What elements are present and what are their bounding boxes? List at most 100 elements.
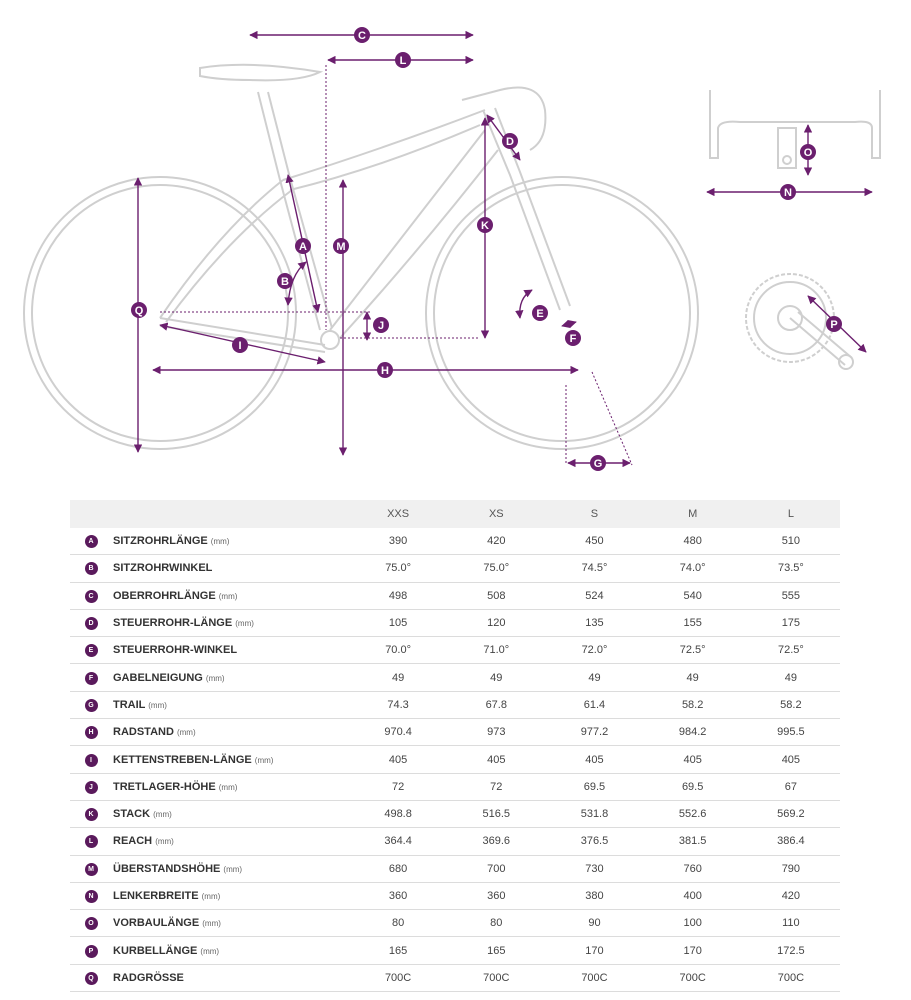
header-size: S — [545, 500, 644, 528]
svg-text:E: E — [536, 308, 543, 320]
row-unit: (mm) — [218, 591, 238, 601]
row-value: 700C — [741, 964, 840, 993]
row-label-text: RADSTAND — [113, 726, 174, 739]
row-value: 400 — [643, 882, 742, 911]
row-value: 72.0° — [545, 636, 644, 665]
row-unit: (mm) — [205, 673, 225, 683]
row-value: 170 — [545, 936, 644, 965]
row-unit: (mm) — [223, 864, 243, 874]
row-label: LENKERBREITE (mm) — [112, 882, 349, 911]
row-value: 405 — [643, 745, 742, 774]
row-value: 69.5 — [643, 773, 742, 801]
row-key-cell: I — [70, 745, 112, 774]
marker-c: C — [354, 27, 370, 43]
row-label: ÜBERSTANDSHÖHE (mm) — [112, 855, 349, 883]
row-key-cell: M — [70, 855, 112, 883]
row-label: GABELNEIGUNG (mm) — [112, 663, 349, 692]
header-label — [112, 500, 349, 528]
row-value: 405 — [741, 745, 840, 774]
row-key-badge: A — [84, 535, 98, 549]
row-value: 995.5 — [741, 718, 840, 747]
row-key-cell: J — [70, 773, 112, 801]
row-value: 390 — [349, 528, 448, 556]
row-key-cell: F — [70, 663, 112, 692]
row-value: 405 — [447, 745, 546, 774]
row-key-badge: Q — [84, 971, 98, 985]
row-value: 376.5 — [545, 827, 644, 856]
row-value: 531.8 — [545, 800, 644, 829]
row-key-badge: F — [84, 671, 98, 685]
row-value: 700C — [545, 964, 644, 993]
row-value: 790 — [741, 855, 840, 883]
row-value: 74.3 — [349, 691, 448, 720]
row-label: SITZROHRLÄNGE (mm) — [112, 528, 349, 556]
row-label: KURBELLÄNGE (mm) — [112, 936, 349, 965]
svg-text:I: I — [238, 340, 241, 352]
row-value: 405 — [545, 745, 644, 774]
marker-q: Q — [131, 302, 147, 318]
row-label: STEUERROHR-LÄNGE (mm) — [112, 609, 349, 638]
row-key-cell: G — [70, 691, 112, 720]
row-value: 120 — [447, 609, 546, 638]
row-value: 700 — [447, 855, 546, 883]
header-size: XXS — [349, 500, 448, 528]
marker-o: O — [800, 144, 816, 160]
row-label-text: LENKERBREITE — [113, 890, 199, 902]
row-key-badge: L — [84, 835, 98, 849]
row-unit: (mm) — [155, 837, 174, 847]
marker-n: N — [780, 184, 796, 200]
row-unit: (mm) — [201, 892, 221, 901]
row-key-cell: C — [70, 582, 112, 610]
row-value: 165 — [447, 936, 546, 965]
row-value: 49 — [447, 663, 546, 692]
row-value: 67.8 — [447, 691, 546, 720]
measurement-arrows — [133, 30, 873, 468]
svg-text:G: G — [594, 458, 603, 470]
row-label: STACK (mm) — [112, 800, 349, 829]
row-label: TRAIL (mm) — [112, 691, 349, 720]
row-value: 381.5 — [643, 827, 742, 856]
row-label: STEUERROHR-WINKEL — [112, 636, 349, 665]
row-value: 105 — [349, 609, 448, 638]
row-label: OBERROHRLÄNGE (mm) — [112, 582, 349, 610]
row-value: 70.0° — [349, 636, 448, 665]
row-value: 480 — [643, 528, 742, 556]
row-value: 360 — [349, 882, 448, 911]
row-key-badge: I — [84, 753, 98, 767]
row-key-badge: O — [84, 917, 98, 931]
row-unit: (mm) — [200, 946, 220, 956]
row-label-text: TRAIL — [113, 698, 146, 711]
header-size: XS — [447, 500, 546, 528]
row-value: 984.2 — [643, 718, 742, 747]
row-key-cell: H — [70, 718, 112, 747]
handlebar-front-view — [709, 90, 881, 169]
marker-k: K — [477, 217, 493, 233]
row-value: 75.0° — [349, 554, 448, 583]
row-value: 364.4 — [349, 827, 448, 856]
row-label-text: RADGRÖSSE — [113, 971, 184, 984]
row-value: 72 — [349, 773, 448, 801]
row-value: 74.0° — [643, 554, 742, 583]
row-unit: (mm) — [235, 619, 254, 629]
row-value: 524 — [545, 582, 644, 610]
row-value: 386.4 — [741, 827, 840, 856]
row-value: 420 — [447, 528, 546, 556]
construction-lines — [160, 65, 633, 466]
row-key-cell: P — [70, 936, 112, 965]
row-value: 700C — [643, 964, 742, 993]
row-value: 75.0° — [447, 554, 546, 583]
row-value: 72.5° — [643, 636, 742, 665]
row-value: 977.2 — [545, 718, 644, 747]
row-label-text: ÜBERSTANDSHÖHE — [113, 862, 221, 875]
row-key-badge: H — [84, 726, 98, 740]
row-label: REACH (mm) — [112, 827, 349, 856]
row-label-text: SITZROHRLÄNGE — [113, 535, 208, 548]
row-unit: (mm) — [153, 810, 172, 820]
